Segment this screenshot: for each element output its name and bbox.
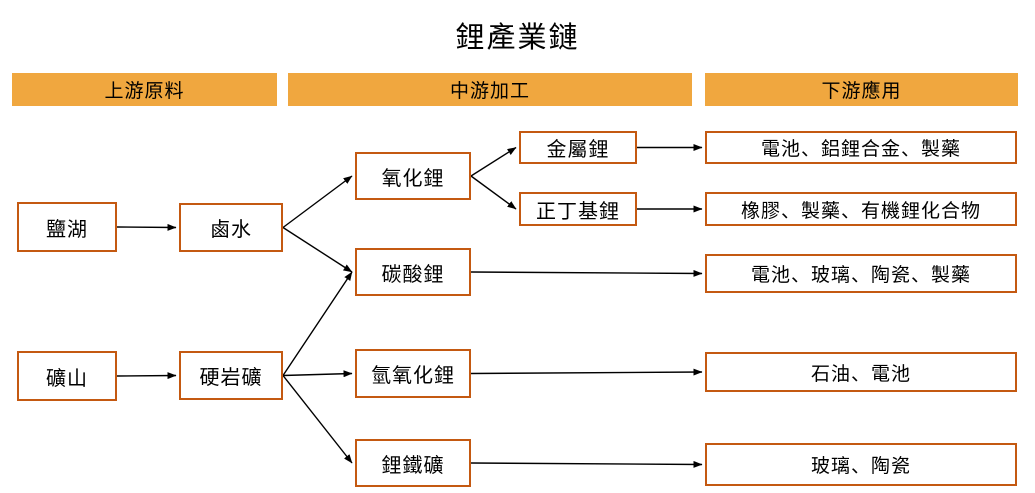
node-lithium-iron-ore: 鋰鐵礦 <box>355 439 471 487</box>
header-upstream: 上游原料 <box>12 73 277 106</box>
node-lithium-oxide: 氧化鋰 <box>355 152 471 200</box>
node-n-butyllithium: 正丁基鋰 <box>519 192 637 226</box>
node-lithium-metal: 金屬鋰 <box>519 131 637 164</box>
node-brine: 鹵水 <box>179 203 283 252</box>
header-midstream: 中游加工 <box>288 73 692 106</box>
node-lithium-hydroxide: 氫氧化鋰 <box>355 349 471 398</box>
diagram-title: 鋰產業鏈 <box>455 22 580 54</box>
node-mine: 礦山 <box>17 351 117 401</box>
node-salt-lake: 鹽湖 <box>17 202 117 252</box>
node-applications-lithium-metal: 電池、鋁鋰合金、製藥 <box>705 131 1017 164</box>
node-lithium-carbonate: 碳酸鋰 <box>355 248 471 296</box>
header-downstream: 下游應用 <box>705 73 1018 106</box>
node-applications-lithium-carbonate: 電池、玻璃、陶瓷、製藥 <box>705 254 1017 293</box>
node-applications-lithium-iron-ore: 玻璃、陶瓷 <box>705 443 1017 486</box>
node-hard-rock-ore: 硬岩礦 <box>179 351 283 400</box>
node-applications-lithium-hydroxide: 石油、電池 <box>705 352 1017 392</box>
node-applications-n-butyllithium: 橡膠、製藥、有機鋰化合物 <box>705 192 1017 226</box>
